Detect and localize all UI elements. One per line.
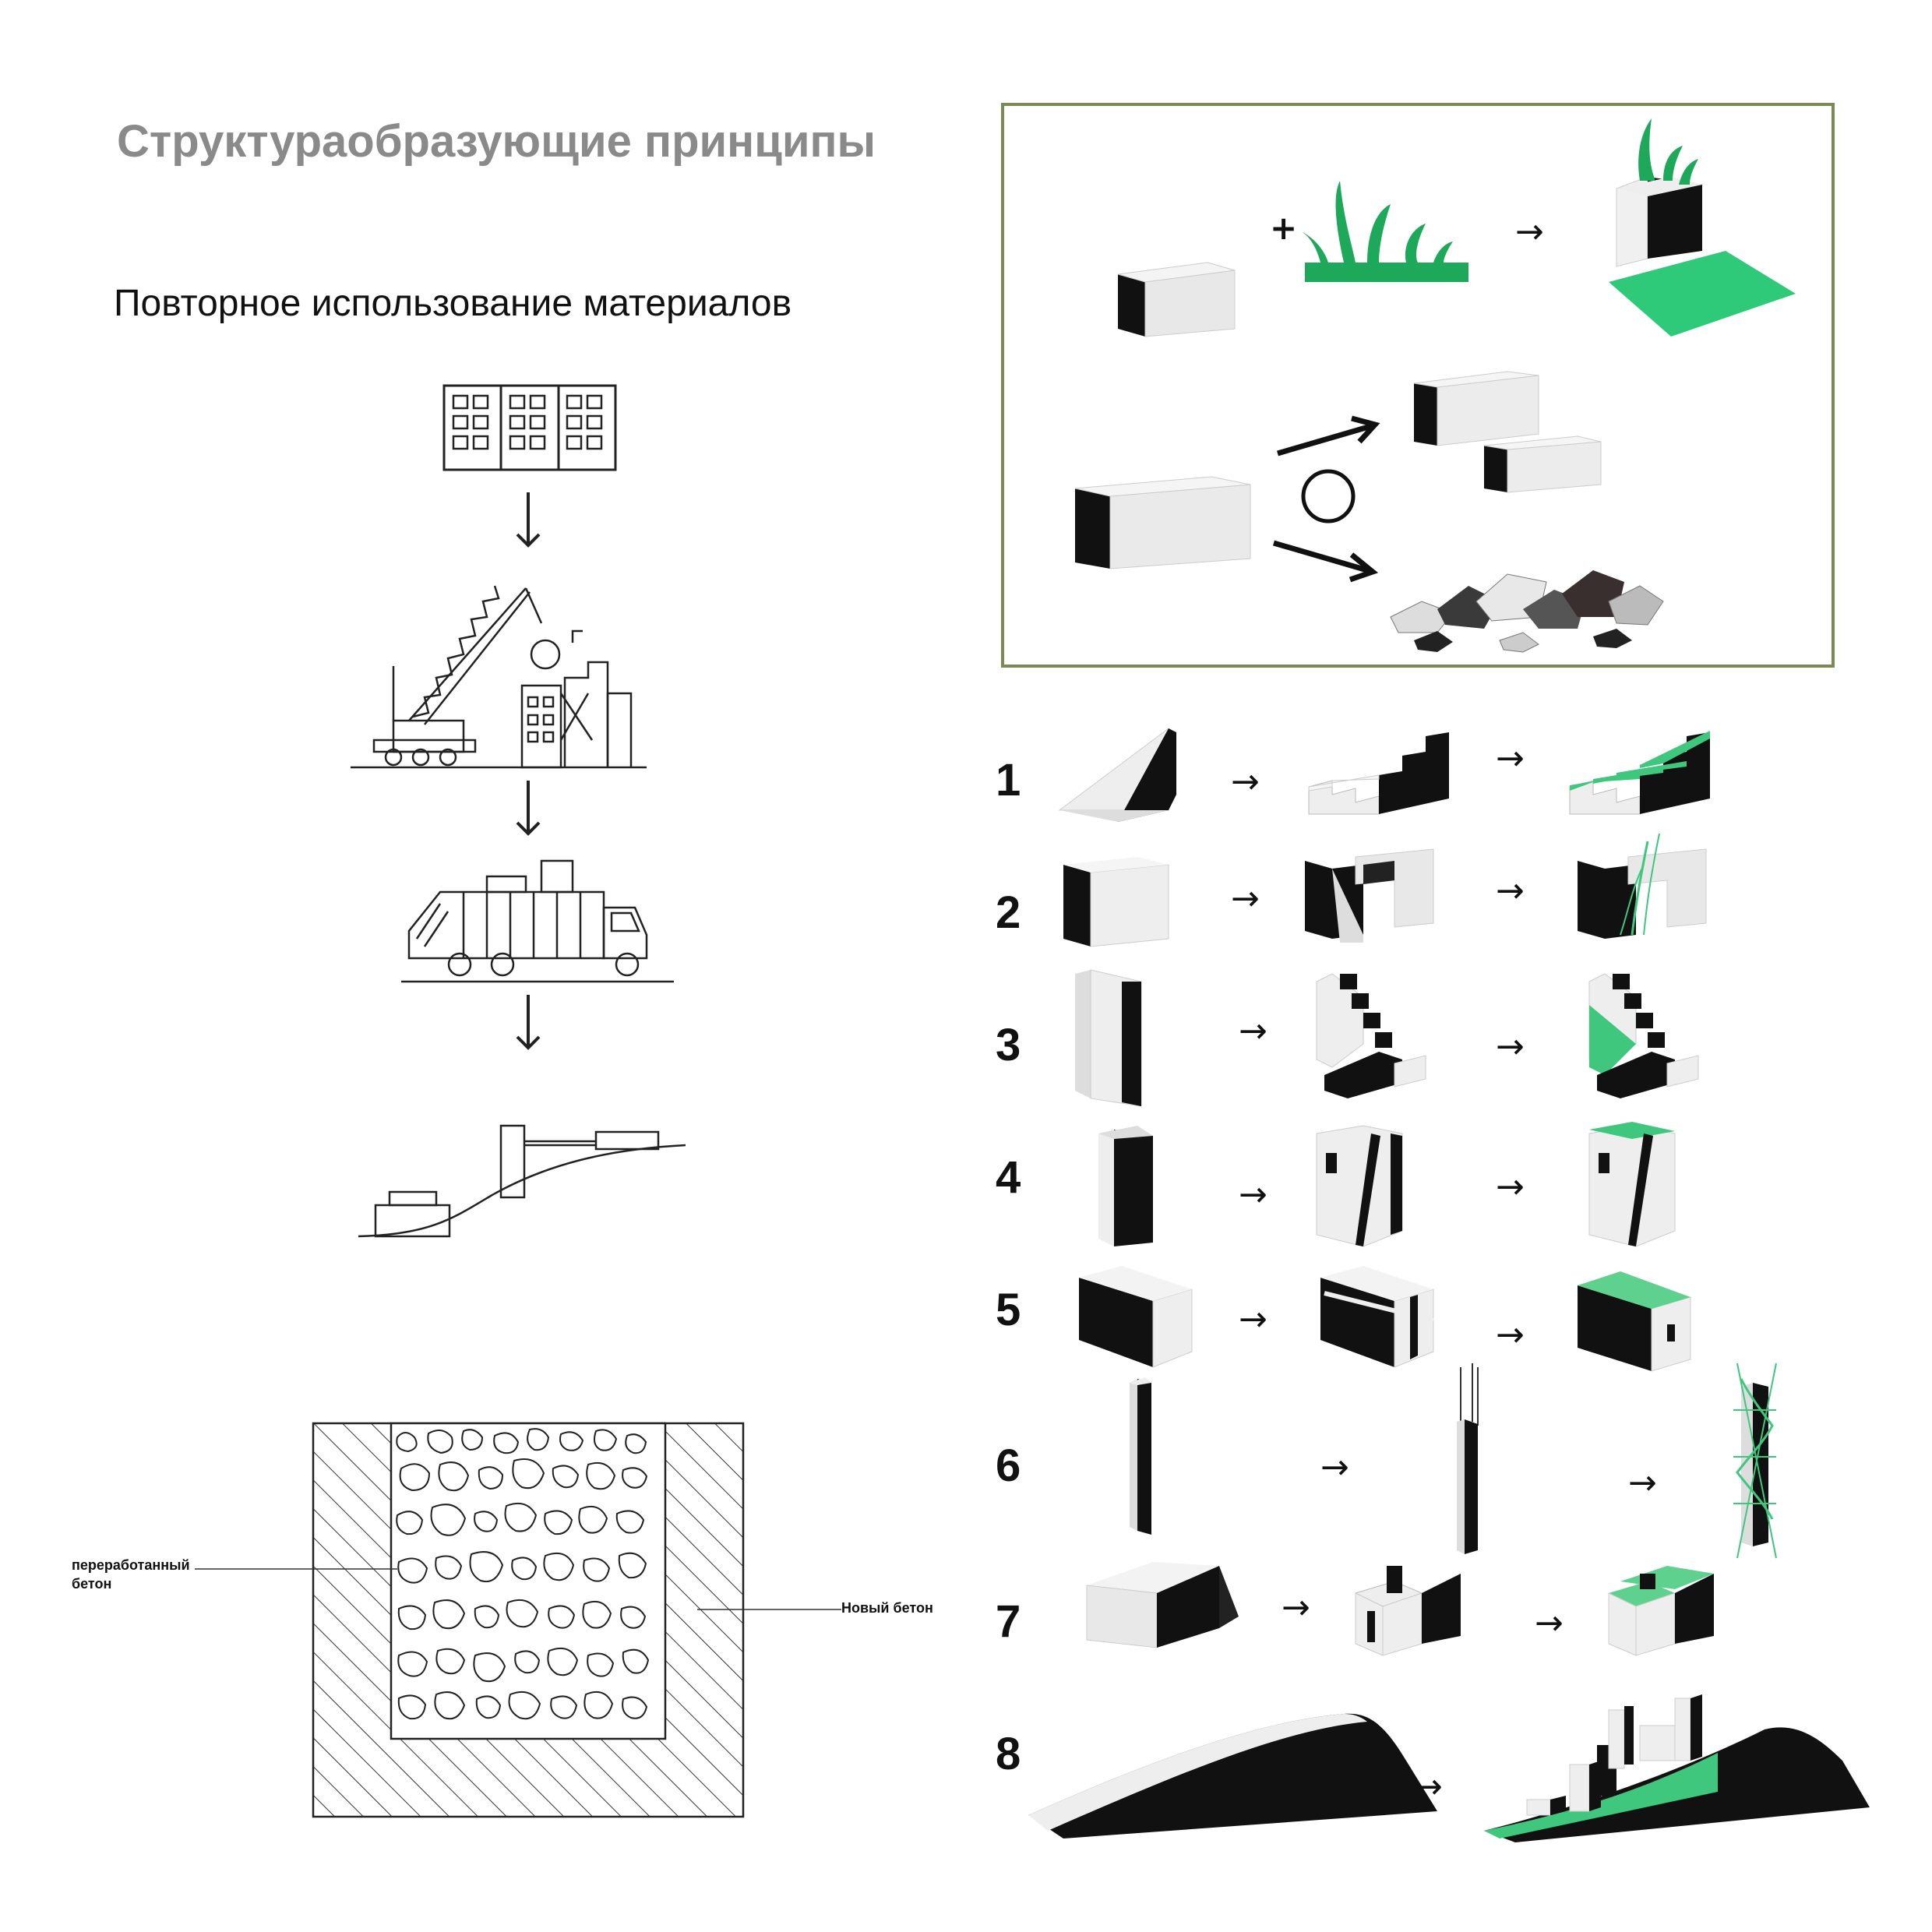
step-3-illustrations	[1075, 969, 1699, 1107]
step-2-illustrations	[1063, 833, 1707, 947]
down-arrow-icon	[516, 492, 541, 548]
reuse-concept-box: + →	[1001, 103, 1835, 668]
step-5-illustrations	[1079, 1266, 1691, 1372]
step-1-arrow-b: →	[1496, 739, 1525, 778]
step-3-arrow-a: →	[1239, 1011, 1267, 1051]
step-number-3: 3	[996, 1020, 1021, 1070]
step-1-illustrations	[1058, 728, 1710, 822]
step-6-arrow-b: →	[1628, 1463, 1657, 1503]
step-number-5: 5	[996, 1285, 1021, 1335]
section-subtitle: Повторное использование материалов	[114, 283, 792, 324]
step-number-1: 1	[996, 755, 1021, 806]
step-7-illustrations	[1086, 1562, 1714, 1656]
concrete-section-diagram	[312, 1422, 745, 1818]
step-8-illustrations	[1028, 1694, 1870, 1842]
apartment-building-icon	[442, 384, 617, 471]
step-6-illustrations	[1130, 1363, 1777, 1559]
step-number-4: 4	[996, 1152, 1021, 1203]
step-4-arrow-a: →	[1239, 1175, 1267, 1215]
demolition-crane-icon	[351, 585, 647, 769]
result-arrow: →	[1515, 212, 1544, 252]
step-5-arrow-a: →	[1239, 1299, 1267, 1339]
garbage-truck-icon	[401, 859, 674, 983]
label-recycled-concrete: переработанный бетон	[72, 1557, 190, 1592]
step-number-6: 6	[996, 1440, 1021, 1491]
step-7-arrow-a: →	[1282, 1588, 1310, 1627]
step-number-8: 8	[996, 1729, 1021, 1779]
page-title: Структураобразующие принципы	[117, 116, 876, 167]
step-4-illustrations	[1098, 1122, 1676, 1247]
plus-sign: +	[1270, 209, 1297, 247]
step-number-7: 7	[996, 1596, 1021, 1647]
step-6-arrow-a: →	[1320, 1447, 1349, 1487]
label-new-concrete: Новый бетон	[841, 1600, 933, 1616]
down-arrow-icon	[516, 995, 541, 1050]
leader-line-recycled	[195, 1568, 397, 1570]
step-2-arrow-a: →	[1231, 879, 1260, 918]
landscape-buildings-icon	[358, 1124, 686, 1238]
down-arrow-icon	[516, 781, 541, 836]
step-4-arrow-b: →	[1496, 1167, 1525, 1207]
step-1-arrow-a: →	[1231, 762, 1260, 802]
step-3-arrow-b: →	[1496, 1027, 1525, 1066]
leader-line-new	[697, 1609, 841, 1610]
step-number-2: 2	[996, 887, 1021, 938]
step-2-arrow-b: →	[1496, 871, 1525, 911]
step-7-arrow-b: →	[1535, 1603, 1564, 1643]
step-5-arrow-b: →	[1496, 1315, 1525, 1355]
